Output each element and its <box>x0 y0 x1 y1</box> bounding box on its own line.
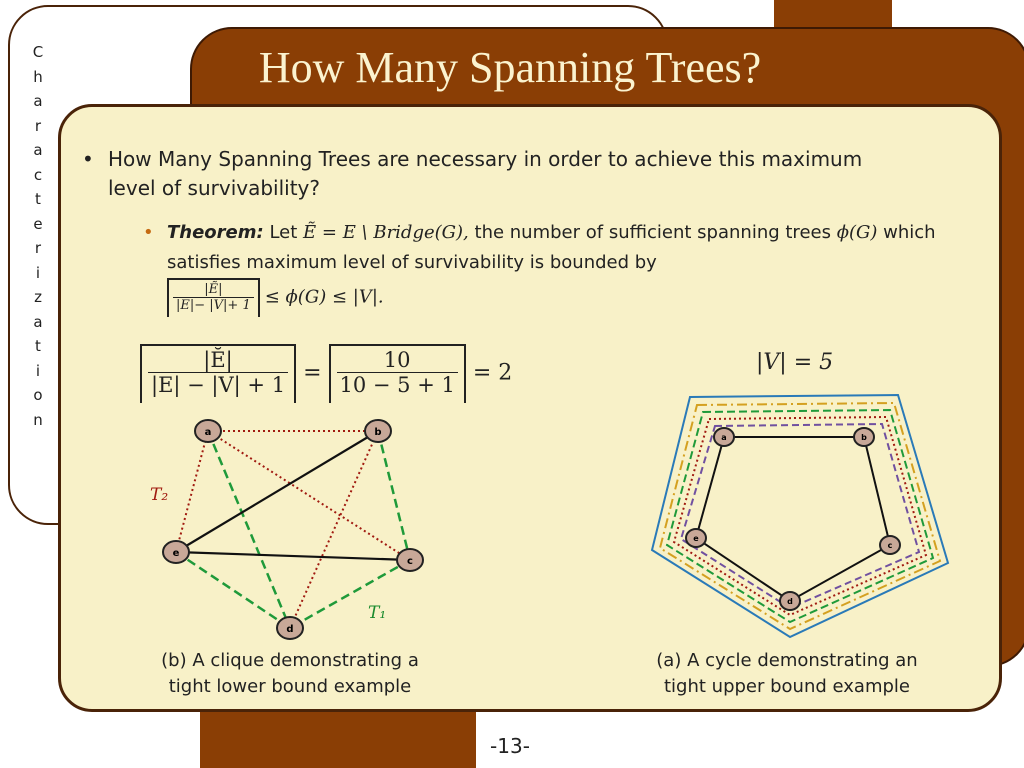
clique-node-a: a <box>194 419 222 443</box>
side-letter: C <box>32 43 44 61</box>
theorem-text-mid: the number of sufficient spanning trees <box>474 222 831 243</box>
cycle-tree-outline-blue <box>650 393 950 639</box>
theorem-set-definition: Ẽ = E \ Bridge(G), <box>303 222 469 243</box>
side-letter: a <box>33 141 43 159</box>
bullet-theorem: • Theorem: Let Ẽ = E \ Bridge(G), the nu… <box>143 218 967 278</box>
clique-node-e: e <box>162 540 190 564</box>
side-letter: r <box>34 239 42 257</box>
clique-node-d: d <box>276 616 304 640</box>
node-label: d <box>787 597 793 606</box>
clique-edge-e-d <box>175 550 291 630</box>
calc-fraction-left: |Ĕ| |E| − |V| + 1 <box>148 348 289 397</box>
bound-calculation: |Ĕ| |E| − |V| + 1 = 10 10 − 5 + 1 = 2 <box>140 344 512 403</box>
side-letter: z <box>34 288 42 306</box>
side-letter: t <box>35 337 41 355</box>
side-letter: h <box>33 67 43 86</box>
tree-label-t2: T₂ <box>150 485 168 505</box>
node-label: b <box>861 433 867 442</box>
side-letter: i <box>35 263 41 282</box>
clique-node-b: b <box>364 419 392 443</box>
cycle-tree-outline-red <box>672 415 928 617</box>
clique-caption-line: (b) A clique demonstrating a <box>161 650 419 671</box>
bound-numerator: |Ẽ| <box>173 282 254 298</box>
slide-title: How Many Spanning Trees? <box>258 43 762 92</box>
clique-caption: (b) A clique demonstrating a tight lower… <box>120 648 460 700</box>
theorem-bound: |Ẽ| |E|− |V|+ 1 ≤ ϕ(G) ≤ |V|. <box>167 278 384 317</box>
side-letter: a <box>33 312 43 331</box>
decorative-tab-top <box>774 0 892 32</box>
clique-edge-c-d <box>289 558 411 630</box>
side-letter: a <box>33 92 43 110</box>
calc-denominator-left: |E| − |V| + 1 <box>151 373 286 397</box>
cycle-node-d: d <box>779 591 801 611</box>
clique-node-c: c <box>396 548 424 572</box>
clique-edge-a-d <box>206 430 292 629</box>
node-label: a <box>205 427 212 438</box>
bullet-question: • How Many Spanning Trees are necessary … <box>82 145 908 203</box>
cycle-tree-outline-gold <box>658 401 942 631</box>
node-label: d <box>286 624 293 635</box>
cycle-edges <box>694 436 892 603</box>
clique-edge-a-c <box>207 430 411 561</box>
cycle-tree-outline-green <box>665 408 935 624</box>
clique-edge-a-e <box>175 430 209 553</box>
side-letter: e <box>33 214 43 233</box>
cycle-node-a: a <box>713 427 735 447</box>
calc-equals: = <box>303 360 322 386</box>
cycle-tree-outline-purple <box>679 422 921 610</box>
node-label: c <box>888 541 893 550</box>
bound-ceiling: |Ẽ| |E|− |V|+ 1 <box>167 278 260 317</box>
calc-ceiling-left: |Ĕ| |E| − |V| + 1 <box>140 344 297 403</box>
tree-label-t1: T₁ <box>368 603 386 623</box>
bullet-question-text: How Many Spanning Trees are necessary in… <box>108 147 863 200</box>
node-label: b <box>374 427 381 438</box>
clique-edge-e-c <box>175 550 411 562</box>
bound-denominator: |E|− |V|+ 1 <box>176 298 251 313</box>
cycle-node-c: c <box>879 535 901 555</box>
calc-ceiling-right: 10 10 − 5 + 1 <box>328 344 466 403</box>
clique-diagram: a b c d e T₂ T₁ <box>150 419 424 640</box>
cycle-node-e: e <box>685 528 707 548</box>
theorem-let: Let <box>269 222 298 243</box>
bullet-dot: • <box>143 222 154 243</box>
cycle-caption-line: tight upper bound example <box>663 676 910 697</box>
node-label: e <box>693 534 699 543</box>
bound-fraction: |Ẽ| |E|− |V|+ 1 <box>173 282 254 313</box>
calc-numerator-left: |Ĕ| <box>148 348 289 373</box>
side-letter: o <box>33 386 43 404</box>
side-letter: t <box>35 190 41 208</box>
calc-result: = 2 <box>472 360 513 386</box>
cycle-caption-line: (a) A cycle demonstrating an <box>656 650 918 671</box>
clique-edge-b-d <box>289 430 379 629</box>
bullet-dot: • <box>82 147 94 171</box>
node-label: a <box>721 433 726 442</box>
calc-fraction-right: 10 10 − 5 + 1 <box>336 348 458 397</box>
node-label: c <box>407 556 413 567</box>
clique-edge-e-b <box>175 430 379 553</box>
clique-caption-line: tight lower bound example <box>168 676 412 697</box>
clique-edge-b-c <box>376 430 412 561</box>
bound-rest: ≤ ϕ(G) ≤ |V|. <box>264 286 384 308</box>
side-letter: n <box>33 410 43 429</box>
side-label: C h a r a c t e r i z a t i o n <box>28 40 48 432</box>
page-number: -13- <box>490 734 530 758</box>
theorem-text-end: which satisfies maximum level of surviva… <box>167 222 936 273</box>
cycle-node-b: b <box>853 427 875 447</box>
theorem-label: Theorem: <box>167 222 264 243</box>
side-letter: r <box>34 116 42 135</box>
cycle-caption: (a) A cycle demonstrating an tight upper… <box>612 648 962 700</box>
calc-denominator-right: 10 − 5 + 1 <box>339 373 455 397</box>
cycle-diagram: a b c d e <box>650 393 950 639</box>
calc-numerator-right: 10 <box>336 348 458 373</box>
side-letter: i <box>35 361 41 380</box>
vertex-count: |V| = 5 <box>756 350 834 375</box>
content-panel <box>58 104 1002 712</box>
side-letter: c <box>33 165 43 184</box>
node-label: e <box>173 548 180 559</box>
theorem-phi: ϕ(G) <box>836 222 878 243</box>
